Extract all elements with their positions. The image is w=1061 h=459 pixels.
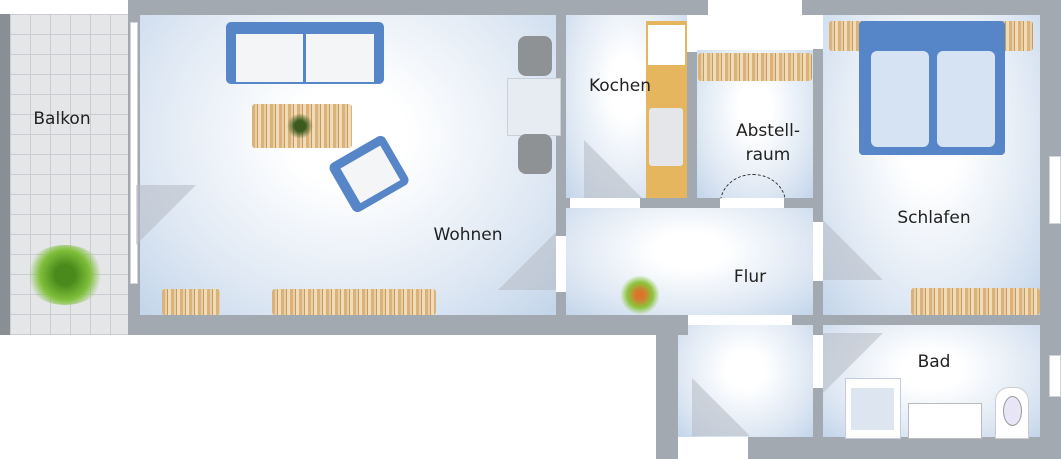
plant-icon <box>286 114 314 138</box>
wall <box>128 315 688 335</box>
wall <box>813 388 823 438</box>
sideboard <box>162 289 220 315</box>
room-label-bedroom: Schlafen <box>897 208 971 228</box>
balcony-railing <box>0 14 10 335</box>
tv-board <box>272 289 436 315</box>
wall <box>556 14 566 236</box>
window <box>1049 156 1061 224</box>
wall <box>802 0 1061 15</box>
plant-icon <box>620 275 660 315</box>
wall <box>556 292 566 316</box>
wall <box>640 198 720 208</box>
wall <box>813 49 823 222</box>
stove-icon <box>648 25 685 65</box>
sink-icon <box>649 108 683 166</box>
wall <box>128 0 708 15</box>
room-label-hallway: Flur <box>733 267 767 287</box>
wall <box>556 198 570 208</box>
room-label-bathroom: Bad <box>917 352 951 372</box>
wall <box>813 281 823 335</box>
kitchen-counter <box>646 21 687 198</box>
storage-shelf <box>698 53 812 81</box>
wall <box>792 315 1061 325</box>
double-bed <box>859 21 1005 155</box>
shower <box>845 378 901 439</box>
chair <box>518 134 552 174</box>
balcony-plant-icon <box>25 245 105 305</box>
washbasin <box>908 403 982 439</box>
window <box>130 22 138 284</box>
wall <box>1040 0 1061 459</box>
room-label-living: Wohnen <box>433 225 503 245</box>
wardrobe <box>911 288 1040 315</box>
dining-table <box>507 78 561 136</box>
wall <box>687 52 697 202</box>
room-label-storage-line2: raum <box>745 145 791 165</box>
room-label-storage: Abstell- raum <box>718 119 818 167</box>
wall <box>784 198 823 208</box>
room-label-balcony: Balkon <box>33 109 91 129</box>
room-label-kitchen: Kochen <box>588 76 652 96</box>
hallway-floor <box>566 208 813 315</box>
sofa <box>226 22 384 84</box>
toilet <box>995 387 1029 439</box>
window <box>1049 355 1061 397</box>
wall <box>656 325 678 459</box>
wall <box>748 437 1061 459</box>
room-label-storage-line1: Abstell- <box>736 121 800 141</box>
chair <box>518 36 552 76</box>
